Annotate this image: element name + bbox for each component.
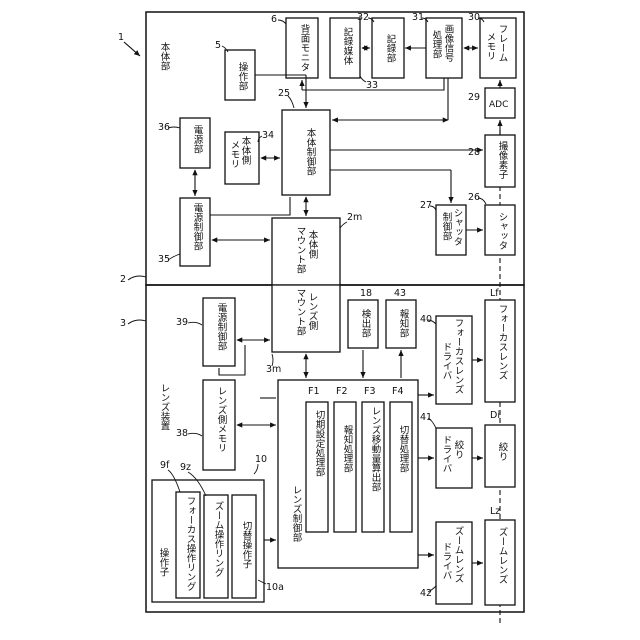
reference-numeral: 9z	[180, 462, 191, 473]
reference-numeral: 10a	[266, 582, 284, 593]
zoom-lens-label: ズームレンズ	[497, 526, 509, 584]
lens-memory-label: レンズ側メモリ	[216, 386, 228, 453]
reference-numeral: 33	[366, 80, 378, 91]
body-unit-label: 本体部	[159, 41, 171, 71]
reference-numeral: 32	[357, 12, 369, 23]
reference-numeral: 31	[412, 12, 424, 23]
reference-numeral: 9f	[160, 460, 170, 471]
rear-monitor-label: 背面モニタ	[299, 23, 311, 71]
period-setting-label: 切期設定処理部	[314, 410, 326, 477]
reference-numeral: F3	[364, 386, 376, 397]
lens-movement-calc-label: レンズ移動量算出部	[370, 406, 382, 492]
body-control-label: 本体制御部	[305, 127, 317, 176]
recording-unit-label: 記録部	[385, 33, 397, 63]
reference-numeral: 38	[176, 428, 188, 439]
reference-numeral: Lf	[490, 288, 499, 299]
reference-numeral: F4	[392, 386, 404, 397]
reference-numeral: 43	[394, 288, 406, 299]
shutter-control-label-2: 制御部	[441, 211, 453, 241]
reference-numeral: 29	[468, 92, 480, 103]
focus-driver-label-1: フォーカスレンズ	[453, 318, 465, 394]
reference-numeral: 1	[118, 32, 124, 43]
recording-media-label: 記録媒体	[342, 26, 354, 66]
switch-operator-label: 切替操作子	[241, 521, 253, 569]
reference-numeral: 25	[278, 88, 290, 99]
reference-numeral: 30	[468, 12, 480, 23]
focus-lens-label: フォーカスレンズ	[497, 304, 509, 380]
frame-memory-label-1: フレーム	[497, 24, 509, 62]
reference-numeral: 27	[420, 200, 432, 211]
power-unit-label: 電源部	[192, 125, 204, 154]
aperture-driver-label-1: 絞り	[453, 439, 465, 459]
reference-numeral: F1	[308, 386, 320, 397]
zoom-ring-label: ズーム操作リング	[213, 500, 225, 577]
reference-numeral: 26	[468, 192, 480, 203]
body-memory-label-2: メモリ	[229, 140, 240, 169]
operation-unit-label: 操作部	[237, 61, 249, 91]
switch-processing-label: 切替処理部	[398, 425, 410, 473]
shutter-control-label-1: シャッタ	[452, 208, 464, 246]
body-mount-label-1: 本体側	[307, 229, 319, 258]
reference-numeral: 6	[271, 14, 277, 25]
lens-control-label: レンズ制御部	[291, 485, 303, 543]
detection-unit-label: 検出部	[360, 308, 372, 338]
reference-numeral: 34	[262, 130, 274, 141]
zoom-driver-label-1: ズームレンズ	[453, 525, 465, 583]
reference-numeral: 28	[468, 147, 480, 158]
image-signal-processor-label-2: 処理部	[431, 29, 443, 59]
power-control-label: 電源制御部	[192, 203, 204, 251]
reference-numeral: F2	[336, 386, 348, 397]
lens-mount-label-1: レンズ側	[307, 292, 319, 330]
shutter-label: シャッタ	[497, 212, 509, 250]
focus-driver-label-2: ドライバ	[441, 342, 453, 380]
reference-numeral: 3m	[266, 364, 281, 375]
image-signal-processor-label-1: 画像信号	[443, 24, 455, 63]
reference-numeral: 40	[420, 314, 432, 325]
frame-memory-label-2: メモリ	[485, 32, 496, 61]
reference-numeral: 42	[420, 588, 432, 599]
reference-numeral: 10	[255, 454, 267, 465]
reference-numeral: 2	[120, 274, 126, 285]
lens-mount-label-2: マウント部	[295, 288, 307, 336]
image-sensor-label: 撮像素子	[497, 140, 509, 179]
operator-group-label: 操作子	[158, 547, 170, 576]
focus-ring-label: フォーカス操作リング	[185, 496, 197, 591]
reference-numeral: 39	[176, 317, 188, 328]
reference-numeral: Di	[490, 410, 500, 421]
zoom-driver-label-2: ドライバ	[441, 542, 453, 580]
aperture-driver-label-2: ドライバ	[441, 435, 453, 473]
reference-numeral: 2m	[347, 212, 362, 223]
notification-unit-label: 報知部	[398, 309, 410, 338]
adc-label: ADC	[489, 100, 508, 110]
reference-numeral: 5	[215, 40, 221, 51]
lens-power-control-label: 電源制御部	[216, 303, 228, 351]
reference-numeral: 18	[360, 288, 372, 299]
reference-numeral: 3	[120, 318, 126, 329]
reference-numeral: Lz	[490, 506, 500, 517]
aperture-label: 絞り	[497, 441, 509, 461]
notify-processing-label: 報知処理部	[342, 425, 354, 473]
body-memory-label-1: 本体側	[240, 135, 252, 164]
lens-device-label: レンズ装置	[159, 383, 171, 431]
body-mount-label-2: マウント部	[295, 226, 307, 274]
reference-numeral: 41	[420, 412, 432, 423]
